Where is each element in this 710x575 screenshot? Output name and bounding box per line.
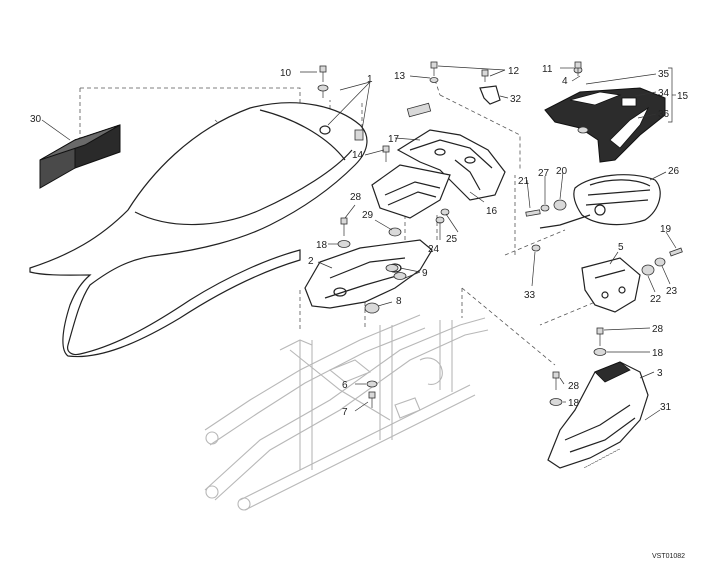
callout-2: 2: [308, 256, 314, 267]
callout-35: 35: [658, 69, 670, 80]
callout-25: 25: [446, 234, 458, 245]
washer-6: [366, 380, 378, 388]
callout-4: 4: [562, 76, 568, 87]
part-26-tail-light: [539, 174, 661, 229]
callout-23: 23: [666, 286, 678, 297]
fasteners: [317, 61, 683, 408]
leader-lines: [41, 65, 677, 421]
washer-18b: [593, 348, 607, 356]
bolt-19: [669, 247, 683, 257]
clip-32: [479, 85, 501, 105]
screw-21: [525, 209, 541, 217]
callout-33: 33: [524, 290, 536, 301]
callout-27: 27: [538, 168, 550, 179]
callout-7: 7: [342, 407, 348, 418]
callout-8: 8: [396, 296, 402, 307]
part-2-mount-plate: [304, 239, 433, 309]
callout-31: 31: [660, 402, 672, 413]
bolt-10: [319, 65, 327, 82]
callout-11: 11: [542, 64, 553, 75]
callout-15: 15: [677, 91, 689, 102]
callout-18c: 18: [568, 398, 580, 409]
callout-5: 5: [618, 242, 624, 253]
bolt-11: [574, 61, 582, 76]
callout-21: 21: [518, 176, 530, 187]
washer-18c: [549, 398, 563, 406]
part-5-plate-bracket: [581, 257, 641, 313]
bolt-12b: [481, 69, 489, 82]
rear-subframe: [204, 314, 489, 511]
callout-10: 10: [280, 68, 292, 79]
callout-24: 24: [428, 244, 440, 255]
drawing-code: VST01082: [652, 553, 685, 560]
washer-13: [429, 77, 439, 83]
grommet-22: [641, 264, 655, 276]
part-1-seat: [29, 102, 368, 358]
bolt-28b: [596, 327, 604, 346]
callout-13: 13: [394, 71, 406, 82]
washer-27: [540, 204, 550, 212]
bolt-12a: [430, 61, 438, 76]
callout-9: 9: [422, 268, 428, 279]
callout-28b: 28: [652, 324, 664, 335]
washer-23: [654, 257, 666, 267]
bolt-28c: [552, 371, 560, 390]
nut-25: [440, 208, 450, 216]
callout-34: 34: [658, 88, 670, 99]
callout-30: 30: [30, 114, 42, 125]
callout-32: 32: [510, 94, 522, 105]
washer-9b: [393, 272, 407, 280]
callout-6: 6: [342, 380, 348, 391]
callout-16: 16: [486, 206, 498, 217]
callout-22: 22: [650, 294, 662, 305]
grommet-20: [553, 199, 567, 211]
callout-labels: 1 2 3 4 5 6 7 8 9 10 11 12 13 14 15 16 1…: [30, 64, 689, 418]
callout-28c: 28: [568, 381, 580, 392]
bolt-7: [368, 391, 376, 408]
callout-1: 1: [367, 74, 373, 85]
bolt-28a: [340, 217, 348, 236]
washer-10: [317, 84, 329, 98]
callout-17: 17: [388, 134, 400, 145]
part-16-rear-bracket: [371, 102, 506, 219]
callout-29: 29: [362, 210, 374, 221]
callout-19: 19: [660, 224, 672, 235]
callout-20: 20: [556, 166, 568, 177]
callout-12: 12: [508, 66, 520, 77]
callout-18a: 18: [316, 240, 328, 251]
bolt-14: [382, 145, 390, 162]
callout-3: 3: [657, 368, 663, 379]
part-3-number-plate-holder: ~~~~~~~~~~: [547, 361, 649, 472]
part-30-box: [39, 124, 121, 189]
callout-14: 14: [352, 150, 364, 161]
callout-26: 26: [668, 166, 680, 177]
washer-33: [531, 244, 541, 252]
callout-18b: 18: [652, 348, 664, 359]
callout-28a: 28: [350, 192, 362, 203]
washer-18a: [337, 240, 351, 248]
part-15-tail-section: [544, 66, 666, 163]
callout-36: 36: [658, 109, 670, 120]
grommet-8: [364, 302, 380, 314]
washer-9a: [385, 264, 399, 272]
